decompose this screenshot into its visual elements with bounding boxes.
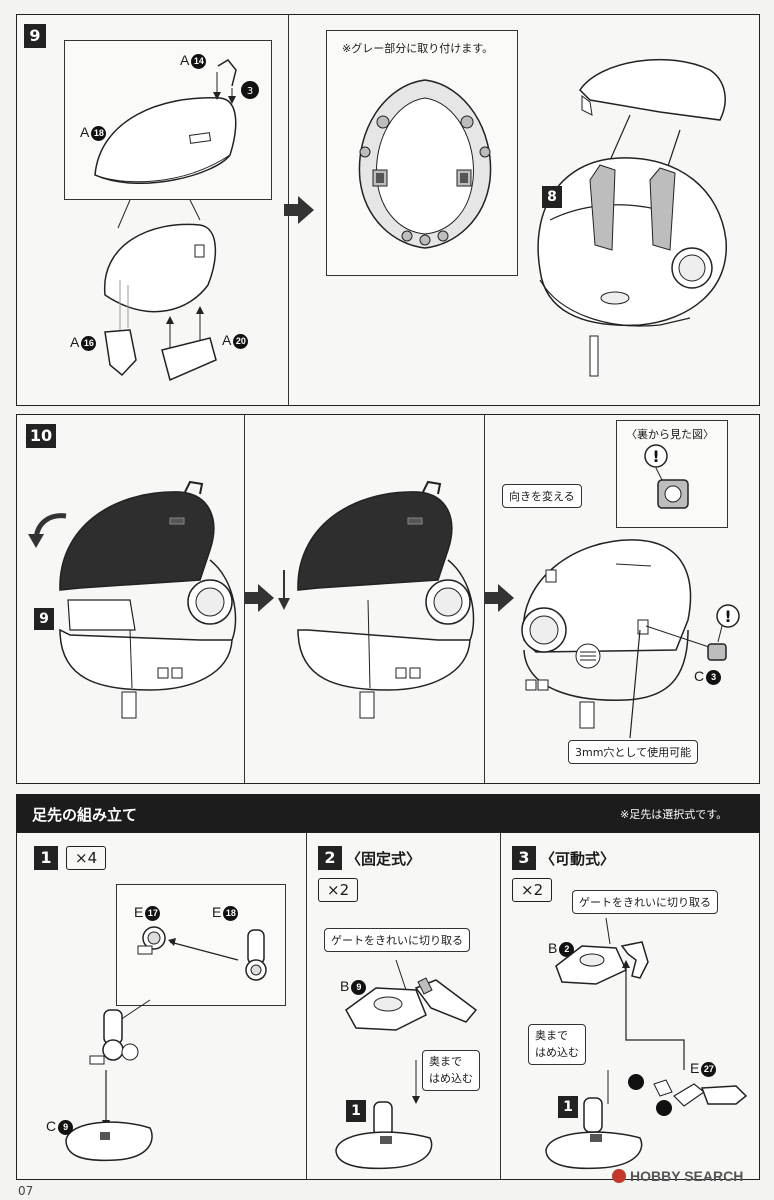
- head-with-visor-drawing: [537, 58, 727, 377]
- toe-step1-count: ×4: [66, 846, 107, 870]
- toe-section-note: ※足先は選択式です。: [620, 808, 728, 821]
- part-number-badge: 3: [706, 669, 722, 685]
- svg-text:3: 3: [247, 86, 253, 97]
- ref-step-8: 8: [542, 186, 562, 208]
- push-note-line-1: 奥まで: [535, 1029, 568, 1042]
- down-arrow-icon: [278, 570, 290, 610]
- b2-insert-line: [622, 960, 685, 1070]
- part-prefix: A: [80, 124, 90, 140]
- push-note-line-2: はめ込む: [535, 1045, 579, 1059]
- part-prefix: C: [694, 668, 705, 684]
- part-prefix: A: [222, 332, 232, 348]
- part-prefix: E: [690, 1060, 700, 1076]
- rotate-callout: 向きを変える: [502, 484, 582, 508]
- head-rotated-drawing: [521, 539, 713, 729]
- toe-step3-ref-1: 1: [558, 1096, 578, 1118]
- toe-section-title: 足先の組み立て: [32, 806, 138, 824]
- svg-text:!: !: [652, 447, 659, 466]
- toe-step2-label: 〈固定式〉: [346, 850, 422, 868]
- toe-step3-label: 〈可動式〉: [540, 850, 616, 868]
- toe-section-header: [16, 794, 760, 832]
- helmet-assembly-drawing: [104, 199, 217, 382]
- part-number-badge: 16: [81, 335, 97, 351]
- e17-e18-parts-drawing: [137, 926, 267, 981]
- part-prefix: A: [70, 334, 80, 350]
- toe-step3-assembly-drawing: [545, 1070, 643, 1170]
- toe-step3-number: 3: [512, 846, 536, 870]
- toe-step1-assembly-drawing: [65, 999, 153, 1162]
- b2-part-drawing: [555, 917, 649, 985]
- toe-step1-inset-box: [116, 884, 286, 1006]
- back-view-box: [616, 420, 728, 528]
- grey-attach-note: ※グレー部分に取り付けます。: [342, 42, 494, 55]
- head-closed-drawing: [297, 480, 475, 719]
- push-note-line-1: 奥まで: [429, 1055, 462, 1068]
- toe-step2-count: ×2: [318, 878, 359, 902]
- part-prefix: B: [340, 978, 350, 994]
- part-number-badge: 9: [58, 1119, 74, 1135]
- watermark-text: HOBBY SEARCH: [630, 1168, 744, 1184]
- step10-number: 10: [26, 424, 56, 448]
- toe-step2-push-callout: 奥まで はめ込む: [422, 1050, 480, 1091]
- toe-step1-number: 1: [34, 846, 58, 870]
- hole-leader-line: [629, 629, 641, 739]
- part-prefix: E: [134, 904, 144, 920]
- part-number-badge: 14: [191, 53, 207, 69]
- watermark-logo-icon: [612, 1169, 626, 1183]
- part-number-badge: 20: [233, 333, 249, 349]
- toe-step2-ref-1: 1: [346, 1100, 366, 1122]
- part-number-badge: 2: [559, 941, 575, 957]
- toe-step3-count: ×2: [512, 878, 553, 902]
- head-closing-drawing: [59, 480, 237, 719]
- toe-step2-assembly-drawing: [335, 1060, 433, 1170]
- hole-note-callout: 3mm穴として使用可能: [568, 740, 699, 764]
- b9-part-drawing: [345, 959, 478, 1031]
- part-prefix: E: [212, 904, 222, 920]
- next-arrow-icon: [284, 196, 314, 224]
- toe-divider-2: [500, 832, 501, 1180]
- toe-divider-1: [306, 832, 307, 1180]
- part-number-badge: 18: [91, 125, 107, 141]
- c3-part-drawing: !: [707, 604, 740, 661]
- step9-number: 9: [24, 24, 46, 48]
- back-view-drawing: !: [644, 444, 689, 509]
- toe-step2-gate-callout: ゲートをきれいに切り取る: [324, 928, 470, 952]
- part-prefix: C: [46, 1118, 57, 1134]
- next-arrow-icon: [484, 584, 514, 612]
- toe-step3-push-callout: 奥まで はめ込む: [528, 1024, 586, 1065]
- back-view-label: 〈裏から見た図〉: [626, 428, 714, 441]
- helmet-top-inset-drawing: 3: [94, 59, 259, 185]
- part-number-badge: 27: [701, 1061, 717, 1077]
- part-number-badge: 17: [145, 905, 161, 921]
- part-prefix: B: [548, 940, 558, 956]
- toe-step3-gate-callout: ゲートをきれいに切り取る: [572, 890, 718, 914]
- ref-step-9: 9: [34, 608, 54, 630]
- helmet-underside-drawing: [358, 79, 492, 249]
- push-note-line-2: はめ込む: [429, 1071, 473, 1085]
- watermark: HOBBY SEARCH: [612, 1168, 743, 1184]
- part-prefix: A: [180, 52, 190, 68]
- part-number-badge: 18: [223, 905, 239, 921]
- toe-step2-number: 2: [318, 846, 342, 870]
- part-number-badge: 9: [351, 979, 367, 995]
- next-arrow-icon: [244, 584, 274, 612]
- e27-part-drawing: [628, 1074, 748, 1116]
- page-number: 07: [18, 1184, 34, 1198]
- svg-text:!: !: [724, 607, 731, 626]
- rotate-arrow-icon: [28, 513, 67, 548]
